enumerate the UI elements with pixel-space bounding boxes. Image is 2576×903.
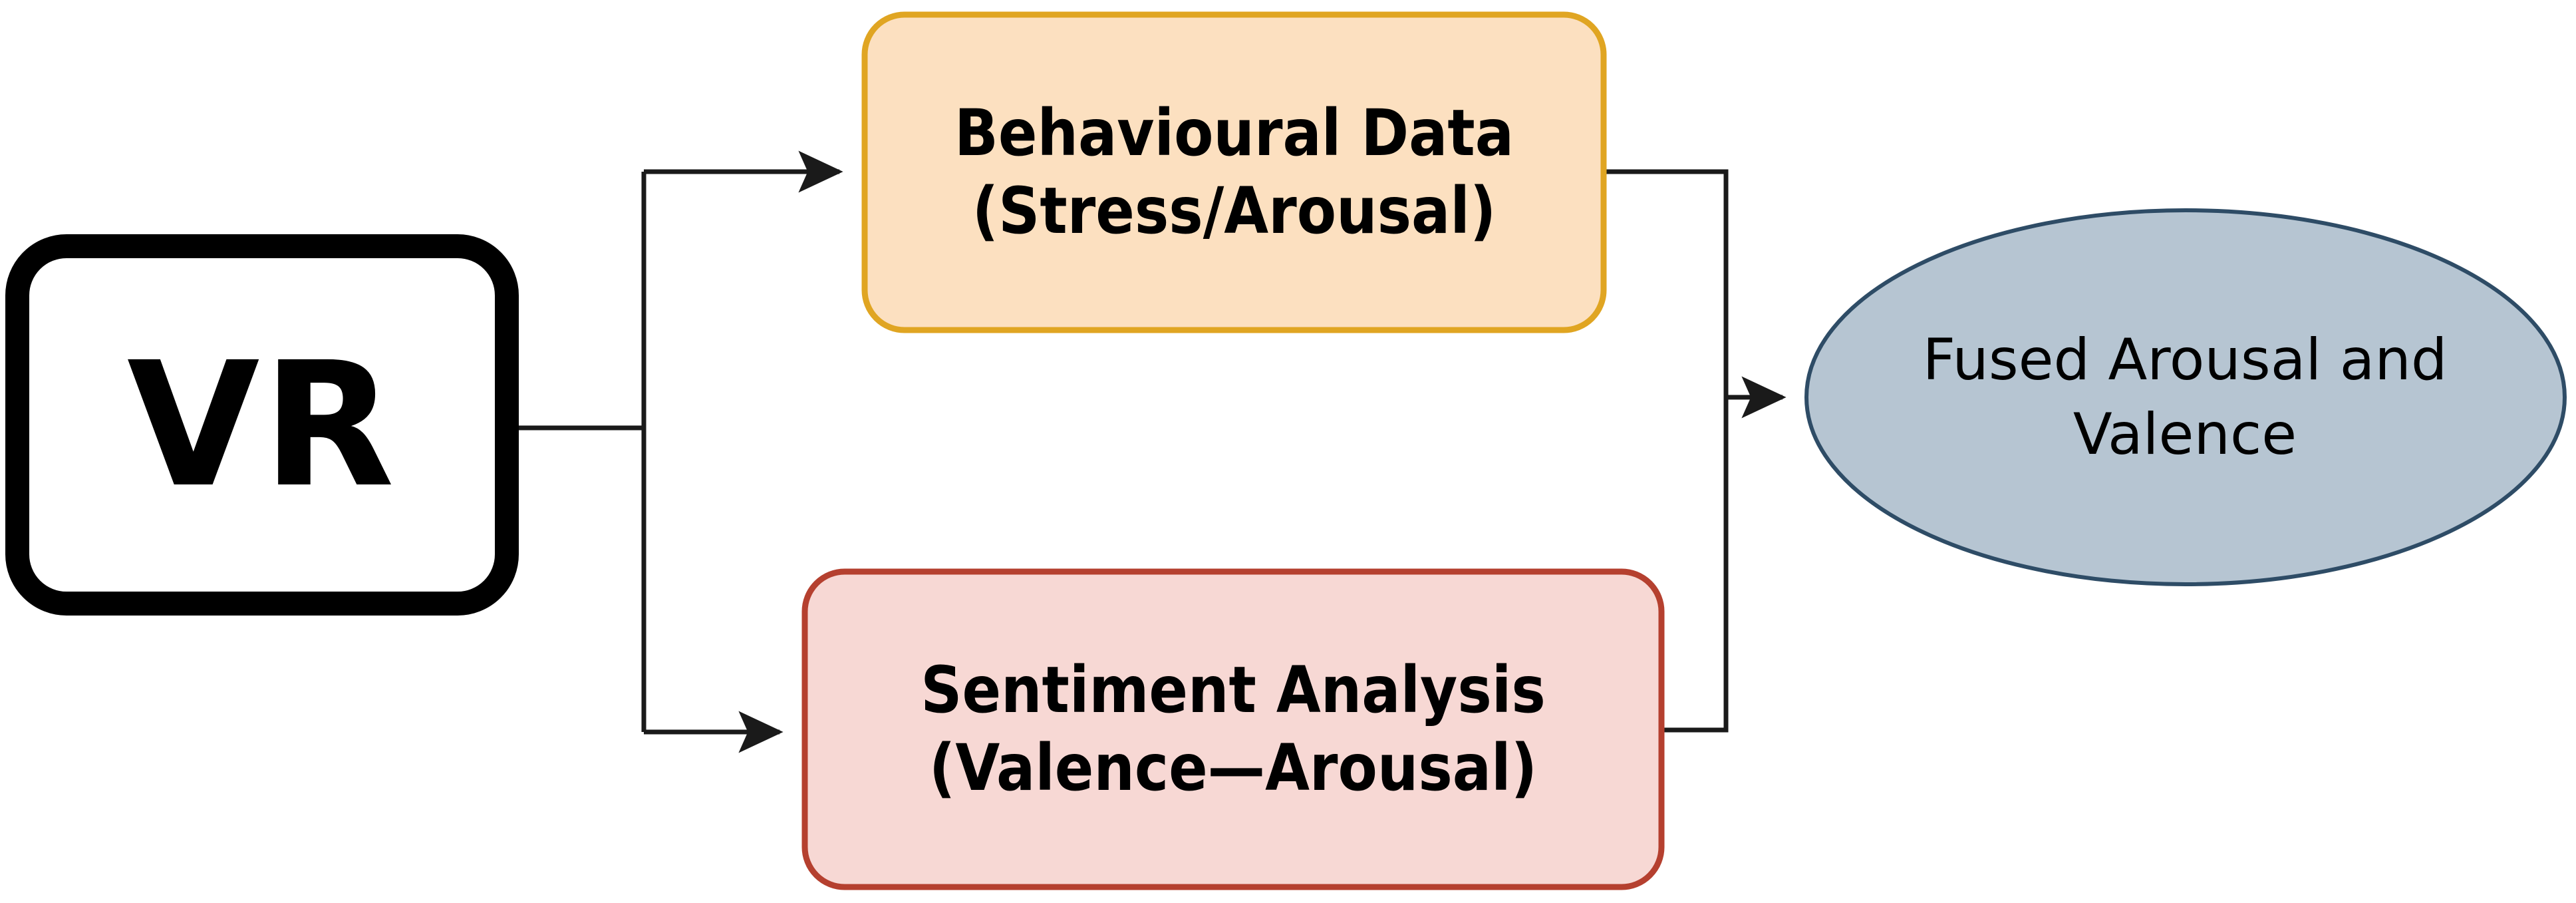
fused-output-node[interactable] bbox=[1804, 208, 2567, 586]
sentiment-analysis-shape bbox=[801, 568, 1665, 890]
vr-headset-outline bbox=[5, 234, 519, 616]
fused-output-shape bbox=[1804, 208, 2567, 586]
behavioural-data-shape bbox=[861, 11, 1607, 333]
sentiment-analysis-node[interactable] bbox=[801, 568, 1665, 890]
behavioural-data-node[interactable] bbox=[861, 11, 1607, 333]
edge-sentiment-to-merge bbox=[1664, 397, 1729, 733]
edge-behavioural-to-merge bbox=[1606, 169, 1729, 397]
vr-headset-node[interactable] bbox=[5, 234, 519, 616]
